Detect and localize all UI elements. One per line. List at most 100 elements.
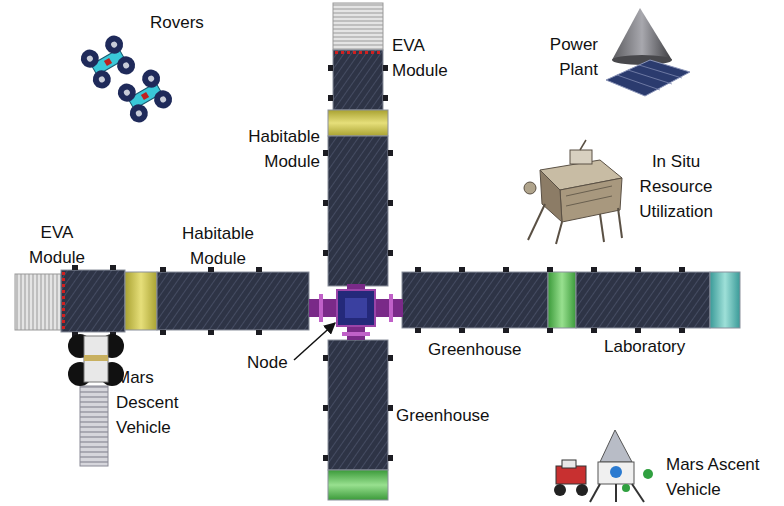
isru-machine-part [566,186,612,196]
rover-icon-part [90,67,115,92]
module-label: Node [247,353,288,372]
hatch-marker [353,51,356,54]
rover-icon-part [135,109,143,117]
module-nub [256,267,262,272]
hatch-marker [62,290,65,293]
module-label-box: Greenhouse [428,337,538,362]
module-nub [503,267,509,272]
module-label: Mars Ascent Vehicle [666,455,760,499]
hatch-marker [347,51,350,54]
ascent-vehicle-part [562,460,576,468]
rover-icon-part [104,58,112,66]
rover-icon [115,66,176,125]
isru-machine-part [566,196,612,206]
top-habitable-module [328,110,388,286]
module-label: Greenhouse [428,340,522,359]
module-nub [256,330,262,335]
node-hub-part [319,294,323,322]
hatch-marker [371,51,374,54]
module-nub [323,455,328,461]
module-label-box: Habitable Module [175,221,261,271]
isru-machine-part [556,222,562,244]
top-eva-module-part [333,50,383,110]
rover-icon-part [122,61,130,69]
ascent-vehicle-part [632,484,644,502]
module-nub [679,328,685,333]
module-nub [388,455,393,461]
ascent-vehicle-part [600,430,632,462]
hatch-marker [365,51,368,54]
module-nub [547,328,553,333]
node-hub-part [345,298,367,318]
rover-icon-part [123,89,131,97]
hatch-marker [62,314,65,317]
laboratory-module-part [576,272,710,328]
right-greenhouse-module [402,272,576,328]
module-nub [208,330,214,335]
isru-machine-part [528,204,545,240]
rover-icon-part [114,53,139,78]
power-plant-icon-part [612,8,672,60]
hatch-marker [62,302,65,305]
module-nub [547,267,553,272]
module-label: EVA Module [29,223,85,267]
bottom-greenhouse-module-part [328,470,388,500]
isru-machine-part [540,170,562,222]
module-nub [388,405,393,411]
ascent-vehicle-part [576,484,588,496]
isru-machine-part [618,208,622,238]
left-habitable-module [125,272,309,330]
rover-icon-part [127,101,152,126]
left-habitable-module-part [125,272,157,330]
module-label-box: Habitable Module [236,124,320,174]
ascent-vehicle-part [622,484,630,492]
ascent-vehicle-part [598,462,634,484]
module-label: Laboratory [604,337,685,356]
module-label-box: Node [247,350,297,375]
hatch-marker [62,326,65,329]
top-habitable-module-part [328,110,388,136]
module-nub [415,328,421,333]
hatch-marker [335,51,338,54]
module-nub [160,267,166,272]
rover-icon-part [102,32,127,57]
module-nub [459,267,465,272]
module-nub [388,200,393,206]
power-plant-icon-part [628,70,672,84]
node-hub [309,284,403,340]
module-nub [503,328,509,333]
module-nub [591,328,597,333]
hatch-marker [62,272,65,275]
rover-icon-part [115,80,140,105]
module-label-box: In Situ Resource Utilization [626,149,726,224]
isru-machine-part [524,182,536,194]
module-label: Habitable Module [248,127,320,171]
isru-machine-part [600,214,604,242]
hatch-marker [359,51,362,54]
node-hub-part [342,332,370,336]
rover-icon-part [151,87,176,112]
module-nub [323,250,328,256]
module-label: Mars Descent Vehicle [116,368,178,437]
hatch-marker [341,51,344,54]
rover-icon-part [98,75,106,83]
ascent-vehicle-part [554,484,566,496]
left-eva-module-part [61,270,125,332]
hatch-marker [377,51,380,54]
module-nub [388,150,393,156]
power-plant-icon-part [617,75,660,90]
module-label-box: EVA Module [392,33,456,83]
rover-icon-part [141,92,149,100]
ascent-vehicle-part [643,469,653,479]
module-nub [459,328,465,333]
isru-machine-part [560,178,622,222]
module-nub [383,65,388,71]
rover-icon-part [147,75,155,83]
bottom-greenhouse-module-part [328,340,388,470]
module-nub [635,267,641,272]
descent-vehicle [68,334,124,466]
module-nub [383,95,388,101]
top-habitable-module-part [328,136,388,286]
node-hub-part [389,294,393,322]
rover-icon [78,32,139,91]
